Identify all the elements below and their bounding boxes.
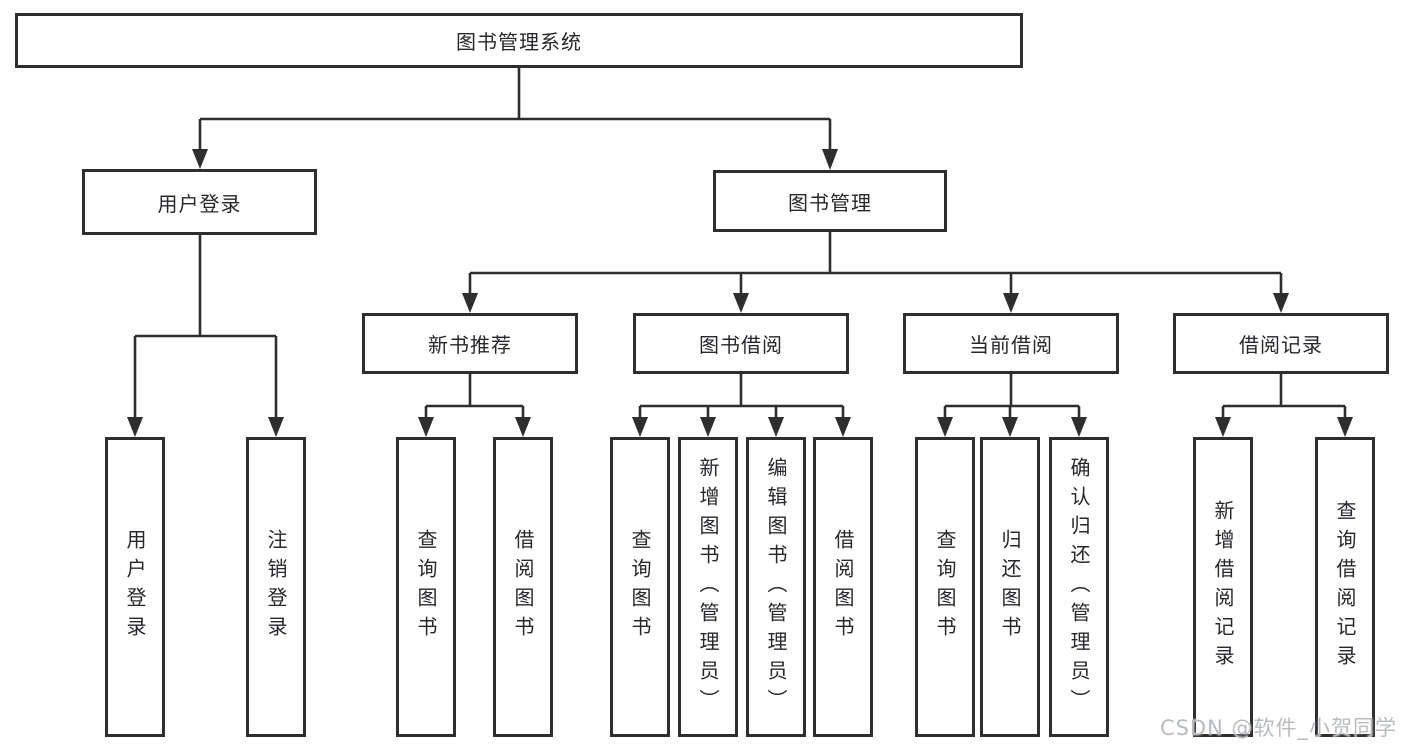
- leaf-confirm-return-admin: 确认归还（管理员）: [1049, 437, 1109, 737]
- leaf-add-borrow-record: 新增借阅记录: [1193, 437, 1253, 737]
- leaf-query-borrow-record: 查询借阅记录: [1315, 437, 1375, 737]
- leaf-borrow-books: 借阅图书: [813, 437, 873, 737]
- leaf-query-books-current: 查询图书: [915, 437, 975, 737]
- leaf-return-books: 归还图书: [980, 437, 1040, 737]
- node-user-login: 用户登录: [82, 169, 317, 235]
- leaf-edit-books-admin: 编辑图书（管理员）: [746, 437, 806, 737]
- csdn-watermark: CSDN @软件_小贺同学: [1159, 716, 1397, 740]
- leaf-add-books-admin: 新增图书（管理员）: [678, 437, 738, 737]
- leaf-query-books-recommend: 查询图书: [396, 437, 456, 737]
- leaf-query-books-borrow: 查询图书: [610, 437, 670, 737]
- leaf-borrow-books-recommend: 借阅图书: [493, 437, 553, 737]
- node-borrowing-records: 借阅记录: [1173, 313, 1389, 374]
- node-book-management: 图书管理: [713, 170, 947, 232]
- node-library-management-system: 图书管理系统: [15, 13, 1023, 68]
- leaf-user-login: 用户登录: [105, 437, 165, 737]
- node-new-book-recommendation: 新书推荐: [362, 313, 578, 374]
- node-current-borrowing: 当前借阅: [903, 313, 1119, 374]
- leaf-logout: 注销登录: [246, 437, 306, 737]
- node-book-borrowing: 图书借阅: [633, 313, 849, 374]
